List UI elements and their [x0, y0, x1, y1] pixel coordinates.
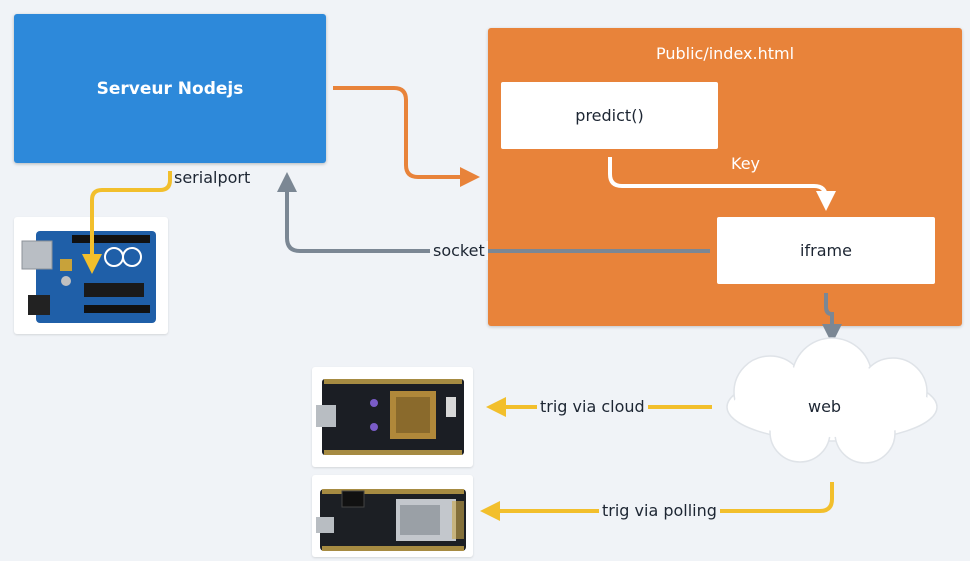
- socket-label: socket: [430, 241, 488, 260]
- server-to-public-arrow: [333, 86, 480, 187]
- key-arrow: [608, 157, 836, 211]
- arduino-uno-board: [21, 231, 156, 323]
- web-label: web: [808, 397, 842, 416]
- iframe-node: iframe: [717, 217, 935, 284]
- serialport-label: serialport: [174, 168, 251, 187]
- trig-polling-arrow: [480, 482, 834, 521]
- trig-polling-label: trig via polling: [599, 501, 720, 520]
- socket-arrow: [277, 172, 710, 253]
- iframe-to-web-arrow: [822, 293, 842, 344]
- iframe-label: iframe: [800, 241, 852, 260]
- web-cloud: [726, 337, 938, 464]
- photon-board: [316, 379, 464, 455]
- predict-label: predict(): [575, 106, 644, 125]
- serveur-nodejs-label: Serveur Nodejs: [96, 78, 244, 99]
- feather-card: [312, 475, 473, 557]
- photon-card: [312, 367, 473, 467]
- predict-node: predict(): [501, 82, 718, 149]
- serialport-arrow: [82, 171, 172, 274]
- serveur-nodejs-node: Serveur Nodejs: [14, 14, 326, 163]
- arduino-card: [14, 217, 168, 334]
- feather-huzzah-board: [316, 489, 466, 551]
- trig-cloud-label: trig via cloud: [537, 397, 648, 416]
- key-label: Key: [731, 154, 761, 173]
- public-index-title: Public/index.html: [655, 44, 795, 63]
